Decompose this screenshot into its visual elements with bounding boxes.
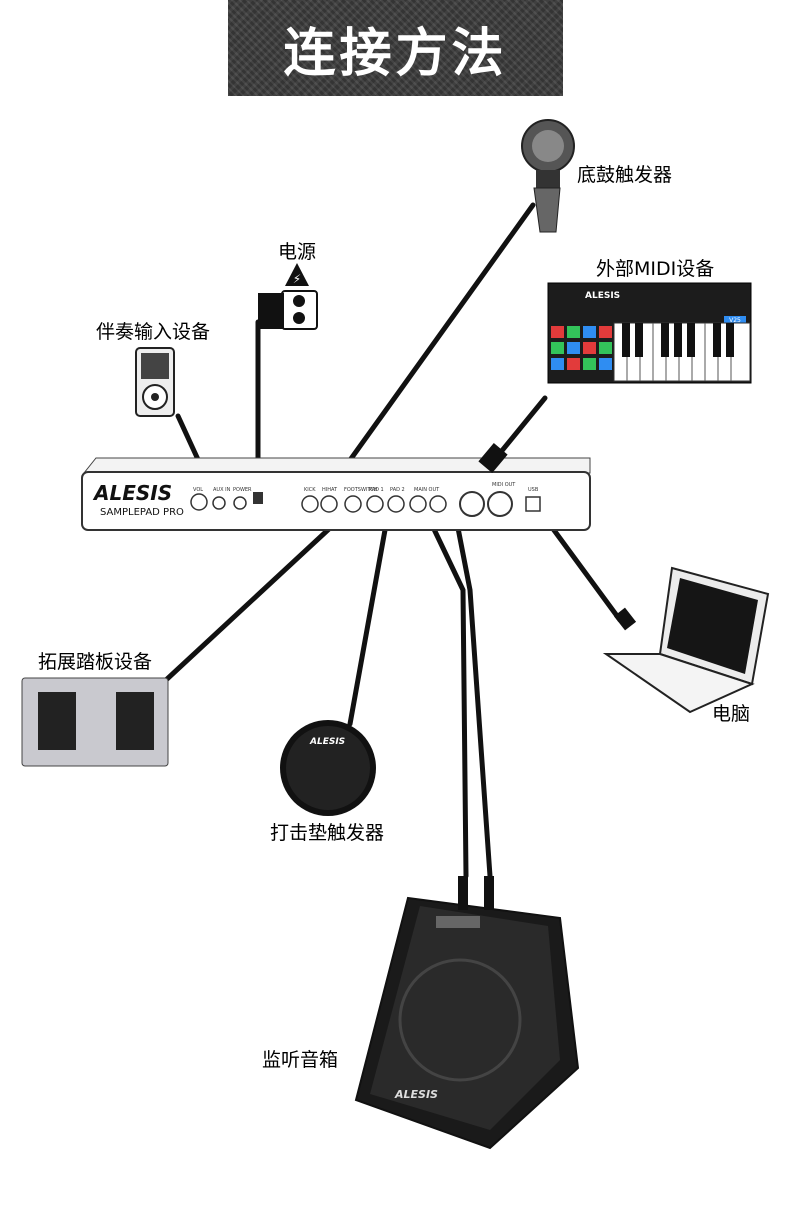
power-outlet-icon: [281, 290, 318, 330]
footswitch-jack-label: FOOTSWITCH: [344, 487, 378, 493]
title-banner: 连接方法: [228, 0, 563, 96]
pad1-jack-label: PAD 1: [369, 487, 384, 493]
laptop-icon: [602, 566, 770, 714]
hihat-jack: [320, 495, 338, 513]
usb-label: USB: [528, 487, 539, 493]
kick-jack-label: KICK: [304, 487, 316, 493]
pad-trigger-label: 打击垫触发器: [270, 822, 384, 844]
power-jack: [253, 492, 263, 504]
usb-cable: [545, 519, 623, 623]
model-name: SAMPLEPAD PRO: [100, 507, 184, 518]
keyboard-keys: [613, 322, 751, 382]
vol-label: VOL: [193, 487, 203, 493]
kick-jack: [301, 495, 319, 513]
pad-trigger-device: ALESIS: [280, 720, 376, 816]
svg-text:⚡: ⚡: [293, 272, 301, 286]
power-adapter-icon: [258, 293, 284, 329]
keyboard-pads: [551, 326, 612, 370]
kick-cable: [327, 202, 536, 491]
power-label: 电源: [278, 241, 316, 263]
aux-in-jack: [212, 496, 226, 510]
footswitch-pedal-icon: [21, 677, 169, 767]
monitor-brand: ALESIS: [394, 1088, 438, 1101]
midi-out-label: MIDI OUT: [492, 482, 516, 488]
pad-cable: [347, 527, 388, 727]
footswitch-jack: [344, 495, 362, 513]
kick-trigger-label: 底鼓触发器: [577, 164, 672, 186]
main-out-cable-l: [429, 522, 469, 879]
midi-keyboard-icon: ALESIS V25: [547, 282, 752, 384]
footswitch-cable: [163, 525, 333, 683]
midi-in-jack: [459, 491, 485, 517]
power-switch: [233, 496, 247, 510]
monitor-speaker-icon: ALESIS: [354, 876, 580, 1150]
keyboard-badge: V25: [729, 317, 741, 324]
hihat-jack-label: HIHAT: [322, 487, 338, 493]
midi-cable: [493, 395, 548, 461]
samplepad-pro-unit: ALESIS SAMPLEPAD PRO VOL AUX IN POWER KI…: [81, 457, 591, 531]
keyboard-brand: ALESIS: [585, 291, 620, 301]
kick-trigger-device: [521, 119, 575, 233]
pad1-jack: [366, 495, 384, 513]
pad2-jack-label: PAD 2: [390, 487, 405, 493]
warning-icon: ⚡: [285, 263, 309, 286]
midi-device-label: 外部MIDI设备: [596, 258, 714, 280]
aux-in-label: AUX IN: [213, 487, 231, 493]
power-switch-label: POWER: [233, 487, 252, 493]
connector-plugs: [478, 443, 637, 631]
page-title: 连接方法: [283, 23, 508, 84]
main-out-label: MAIN OUT: [414, 487, 440, 493]
footswitch-label: 拓展踏板设备: [38, 651, 152, 673]
midi-out-jack: [487, 491, 513, 517]
kick-trigger-pedal: [533, 187, 561, 233]
monitor-label: 监听音箱: [262, 1049, 338, 1071]
pad2-jack: [387, 495, 405, 513]
main-out-l-jack: [409, 495, 427, 513]
usb-port: [525, 496, 541, 512]
vol-knob: [190, 493, 208, 511]
brand-logo: ALESIS: [92, 481, 172, 505]
computer-label: 电脑: [712, 703, 750, 725]
aux-input-label: 伴奏输入设备: [96, 321, 210, 343]
main-out-r-jack: [429, 495, 447, 513]
kick-trigger-stand: [536, 170, 560, 188]
main-out-cable-r: [455, 525, 493, 879]
media-player-icon: [135, 347, 175, 417]
pad-trigger-brand: ALESIS: [309, 737, 345, 747]
